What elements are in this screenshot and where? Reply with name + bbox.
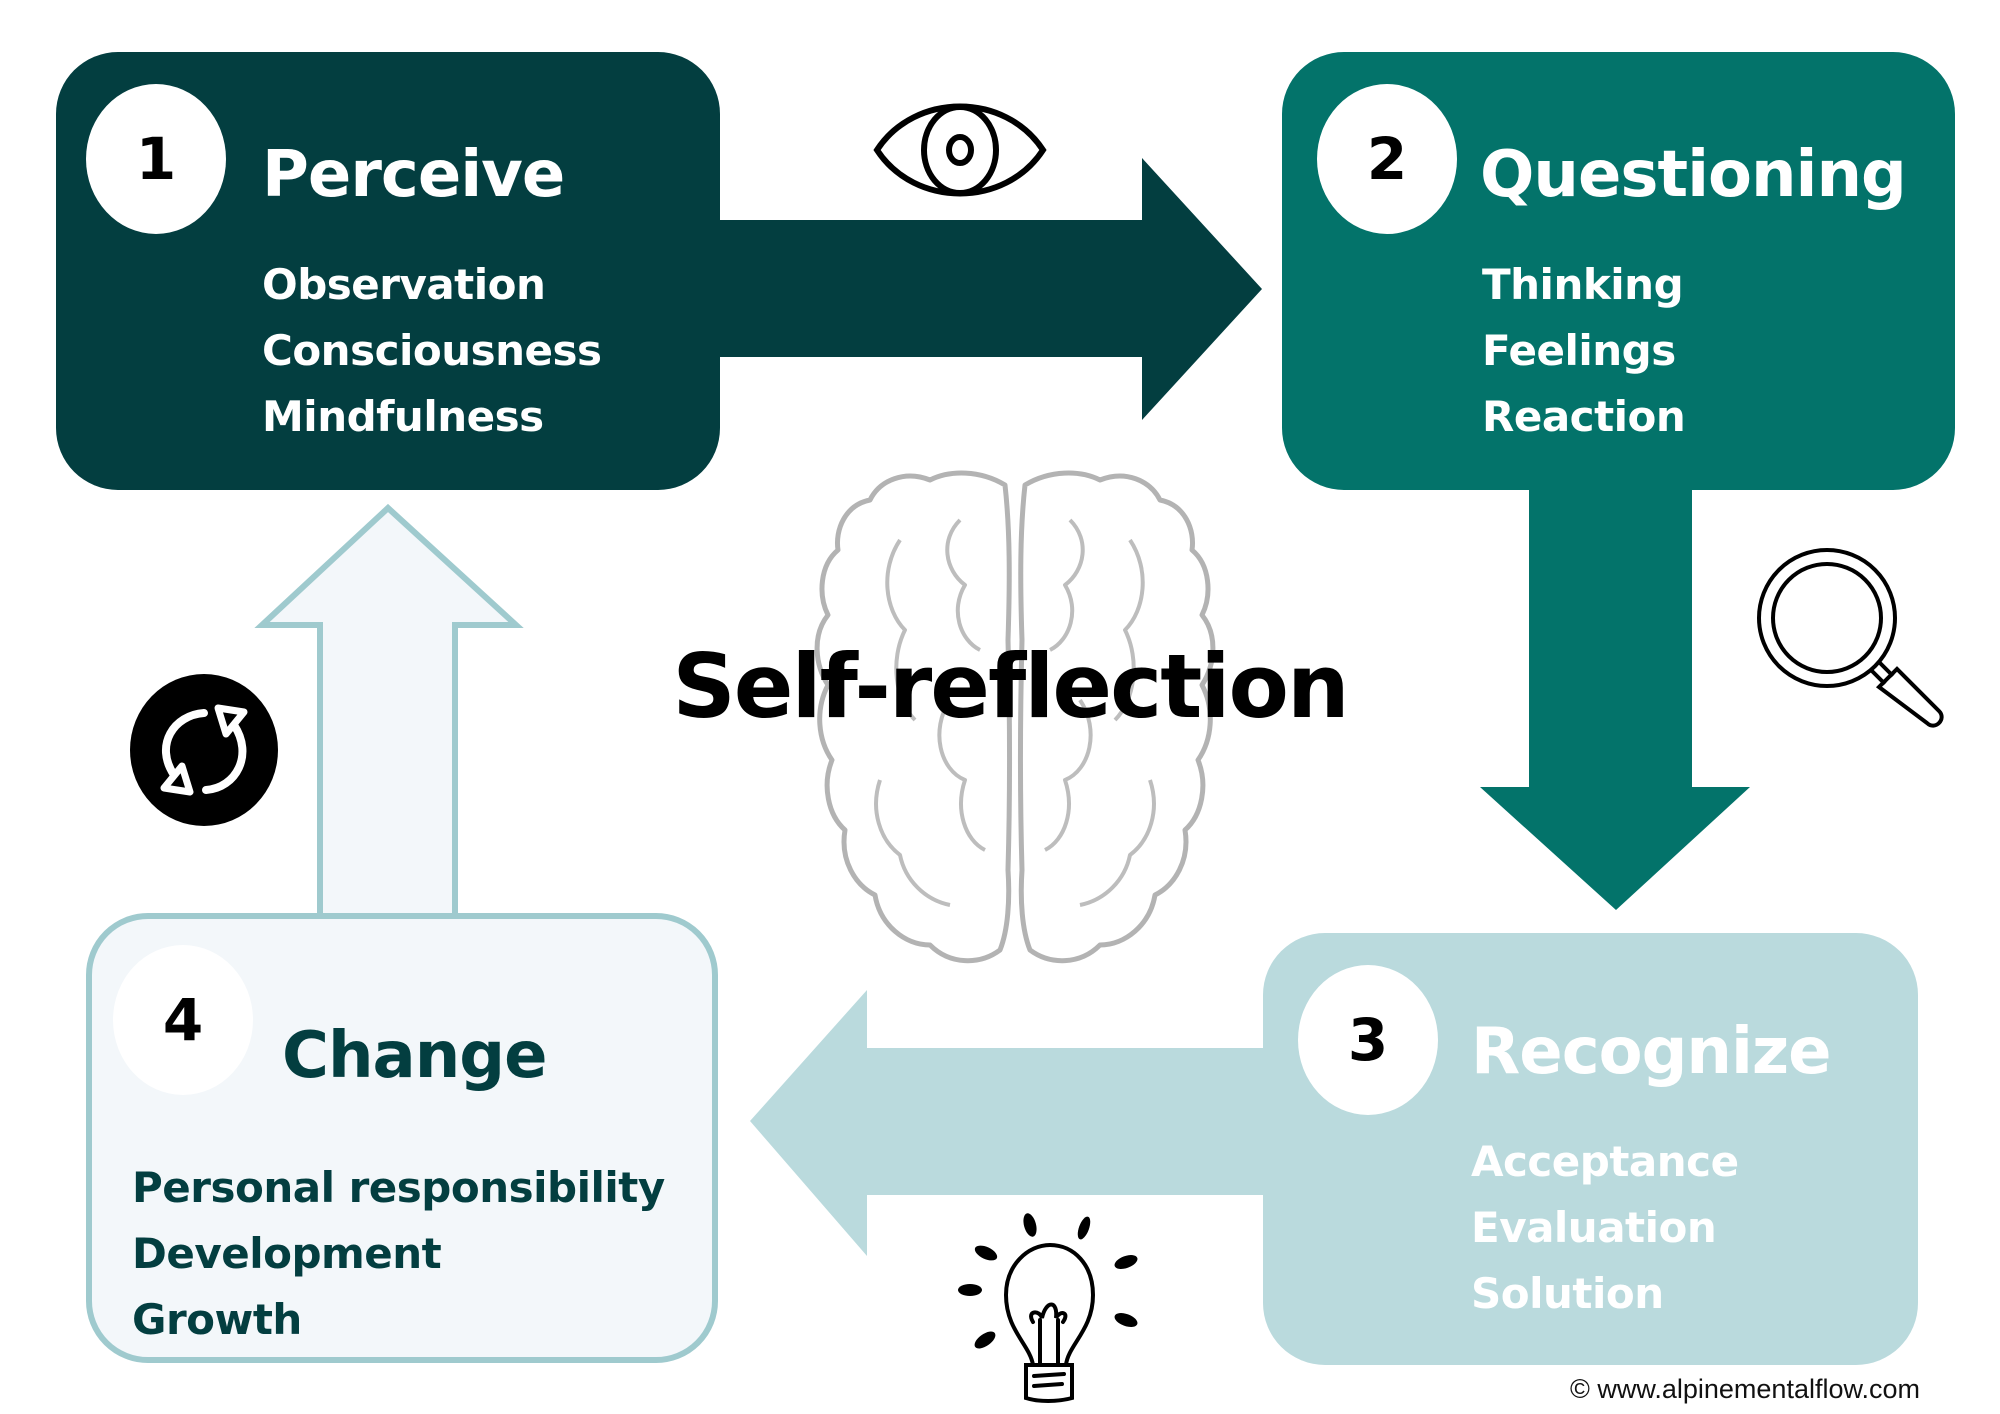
step-card-recognize: 3 Recognize Acceptance Evaluation Soluti…: [1263, 933, 1918, 1365]
refresh-icon: [130, 674, 278, 826]
magnifying-glass-icon: [1757, 548, 1944, 728]
eye-icon: [873, 103, 1047, 197]
step-item: Feelings: [1482, 326, 1676, 375]
step-items: Observation Consciousness Mindfulness: [262, 252, 602, 450]
step-item: Acceptance: [1471, 1137, 1739, 1186]
brain-icon: [814, 470, 1216, 964]
step-items: Acceptance Evaluation Solution: [1471, 1129, 1739, 1327]
step-title: Change: [282, 1019, 547, 1093]
step-items: Thinking Feelings Reaction: [1482, 252, 1686, 450]
step-item: Thinking: [1482, 260, 1684, 309]
step-item: Personal responsibility: [132, 1163, 665, 1212]
step-item: Mindfulness: [262, 392, 544, 441]
step-number-badge: 2: [1317, 84, 1457, 234]
arrow-perceive-to-questioning: [720, 158, 1262, 420]
step-item: Reaction: [1482, 392, 1686, 441]
copyright-notice: © www.alpinementalflow.com: [1569, 1374, 1920, 1404]
arrow-questioning-to-recognize: [1480, 490, 1750, 910]
step-item: Observation: [262, 260, 546, 309]
step-title: Perceive: [262, 138, 565, 212]
step-number-badge: 3: [1298, 965, 1438, 1115]
step-card-questioning: 2 Questioning Thinking Feelings Reaction: [1282, 52, 1955, 490]
step-number-badge: 1: [86, 84, 226, 234]
arrow-recognize-to-change: [750, 990, 1263, 1256]
step-title: Questioning: [1480, 138, 1907, 212]
step-item: Consciousness: [262, 326, 602, 375]
step-number-badge: 4: [113, 945, 253, 1095]
step-card-change: 4 Change Personal responsibility Develop…: [86, 913, 718, 1363]
arrow-change-to-perceive: [254, 503, 524, 919]
step-item: Solution: [1471, 1269, 1664, 1318]
step-item: Growth: [132, 1295, 302, 1344]
step-title: Recognize: [1471, 1015, 1832, 1089]
step-card-perceive: 1 Perceive Observation Consciousness Min…: [56, 52, 720, 490]
diagram-title: Self-reflection: [672, 635, 1349, 738]
step-item: Evaluation: [1471, 1203, 1717, 1252]
lightbulb-icon: [958, 1213, 1138, 1403]
step-item: Development: [132, 1229, 442, 1278]
step-items: Personal responsibility Development Grow…: [132, 1155, 665, 1353]
